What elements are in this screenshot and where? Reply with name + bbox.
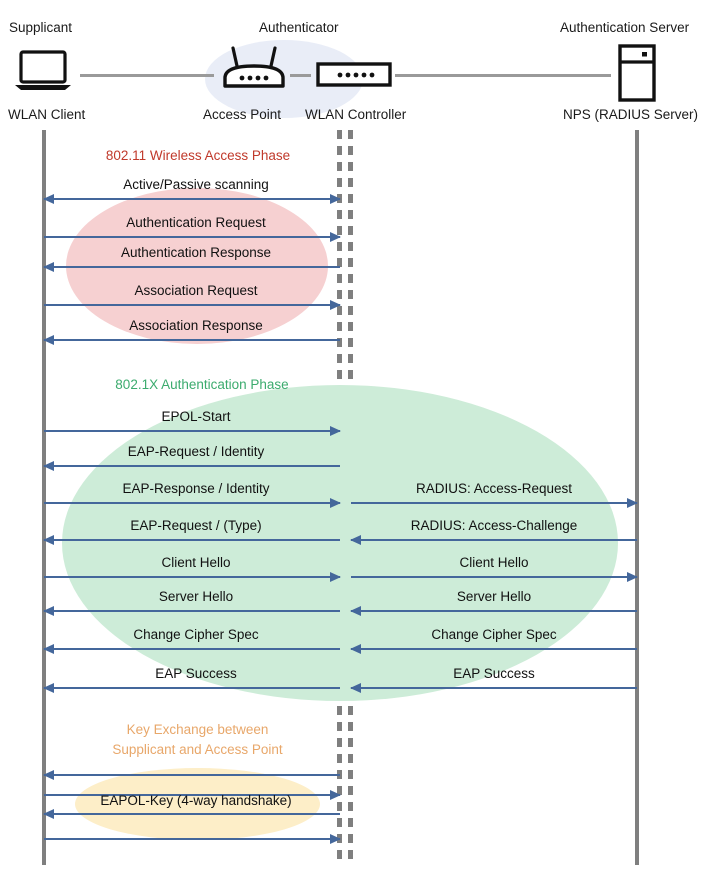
- message-label: EAP-Request / (Type): [130, 518, 262, 533]
- message-label: RADIUS: Access-Request: [415, 481, 573, 496]
- message-label: EAP Success: [453, 666, 535, 681]
- message-line: [44, 430, 340, 432]
- message-line: [44, 648, 340, 650]
- message-line: [44, 502, 340, 504]
- message-line: [44, 198, 340, 200]
- arrowhead-right-icon: [330, 300, 341, 310]
- arrowhead-right-icon: [330, 194, 341, 204]
- message-label: Server Hello: [456, 589, 532, 604]
- message-line: [351, 539, 637, 541]
- message-label: EAPOL-Key (4-way handshake): [100, 793, 292, 808]
- message-label: Authentication Request: [126, 215, 266, 230]
- actor-device-access-point: Access Point: [203, 107, 282, 122]
- access-point-icon: [218, 46, 290, 92]
- message-line: [351, 610, 637, 612]
- link-ap-to-controller: [290, 74, 311, 77]
- laptop-icon: [12, 50, 74, 92]
- message-line: [44, 687, 340, 689]
- message-line: [351, 502, 637, 504]
- message-label: Association Response: [129, 318, 263, 333]
- message-line: [44, 304, 340, 306]
- message-label: EPOL-Start: [161, 409, 231, 424]
- wlan-controller-icon: [316, 61, 392, 89]
- phase-802-1x-title: 802.1X Authentication Phase: [115, 377, 289, 392]
- message-line: [351, 687, 637, 689]
- arrowhead-left-icon: [350, 606, 361, 616]
- message-label: Association Request: [134, 283, 258, 298]
- arrowhead-left-icon: [43, 683, 54, 693]
- arrowhead-left-icon: [43, 194, 54, 204]
- message-label: Change Cipher Spec: [431, 627, 557, 642]
- arrowhead-left-icon: [43, 335, 54, 345]
- arrowhead-left-icon: [43, 644, 54, 654]
- arrowhead-left-icon: [350, 644, 361, 654]
- message-line: [351, 576, 637, 578]
- arrowhead-left-icon: [350, 535, 361, 545]
- arrowhead-right-icon: [330, 232, 341, 242]
- phase-key-exchange-title: Key Exchange between Supplicant and Acce…: [112, 722, 283, 757]
- actor-device-wlan-client: WLAN Client: [8, 107, 86, 122]
- actor-role-supplicant: Supplicant: [9, 20, 73, 35]
- lifeline-supplicant: [42, 130, 46, 865]
- message-line: [44, 774, 340, 776]
- message-line: [44, 610, 340, 612]
- arrowhead-left-icon: [43, 770, 54, 780]
- arrowhead-left-icon: [43, 535, 54, 545]
- arrowhead-left-icon: [43, 606, 54, 616]
- arrowhead-right-icon: [330, 572, 341, 582]
- message-label: EAP-Response / Identity: [122, 481, 270, 496]
- message-line: [44, 576, 340, 578]
- message-line: [44, 539, 340, 541]
- message-line: [44, 794, 340, 796]
- message-label: Client Hello: [161, 555, 231, 570]
- server-icon: [617, 44, 657, 102]
- message-label: Active/Passive scanning: [123, 177, 269, 192]
- message-line: [44, 236, 340, 238]
- arrowhead-right-icon: [627, 498, 638, 508]
- link-controller-to-server: [395, 74, 611, 77]
- arrowhead-left-icon: [43, 809, 54, 819]
- phase-key-exchange-ellipse: [75, 768, 320, 840]
- message-line: [44, 339, 340, 341]
- message-label: EAP Success: [155, 666, 237, 681]
- message-line: [44, 465, 340, 467]
- message-line: [44, 838, 340, 840]
- message-label: Server Hello: [158, 589, 234, 604]
- message-label: RADIUS: Access-Challenge: [410, 518, 578, 533]
- arrowhead-left-icon: [43, 461, 54, 471]
- lifeline-auth-server: [635, 130, 639, 865]
- message-label: Change Cipher Spec: [133, 627, 259, 642]
- actor-device-wlan-controller: WLAN Controller: [305, 107, 407, 122]
- actor-role-authentication-server: Authentication Server: [560, 20, 690, 35]
- actor-device-nps-radius-server: NPS (RADIUS Server): [563, 107, 699, 122]
- arrowhead-left-icon: [350, 683, 361, 693]
- arrowhead-right-icon: [330, 498, 341, 508]
- message-label: Client Hello: [459, 555, 529, 570]
- link-client-to-ap: [80, 74, 214, 77]
- message-line: [44, 813, 340, 815]
- arrowhead-left-icon: [43, 262, 54, 272]
- message-label: EAP-Request / Identity: [127, 444, 265, 459]
- phase-802-11-title: 802.11 Wireless Access Phase: [105, 148, 291, 163]
- message-line: [351, 648, 637, 650]
- message-label: Authentication Response: [120, 245, 272, 260]
- arrowhead-right-icon: [330, 790, 341, 800]
- message-line: [44, 266, 340, 268]
- arrowhead-right-icon: [627, 572, 638, 582]
- actor-role-authenticator: Authenticator: [259, 20, 339, 35]
- arrowhead-right-icon: [330, 834, 341, 844]
- arrowhead-right-icon: [330, 426, 341, 436]
